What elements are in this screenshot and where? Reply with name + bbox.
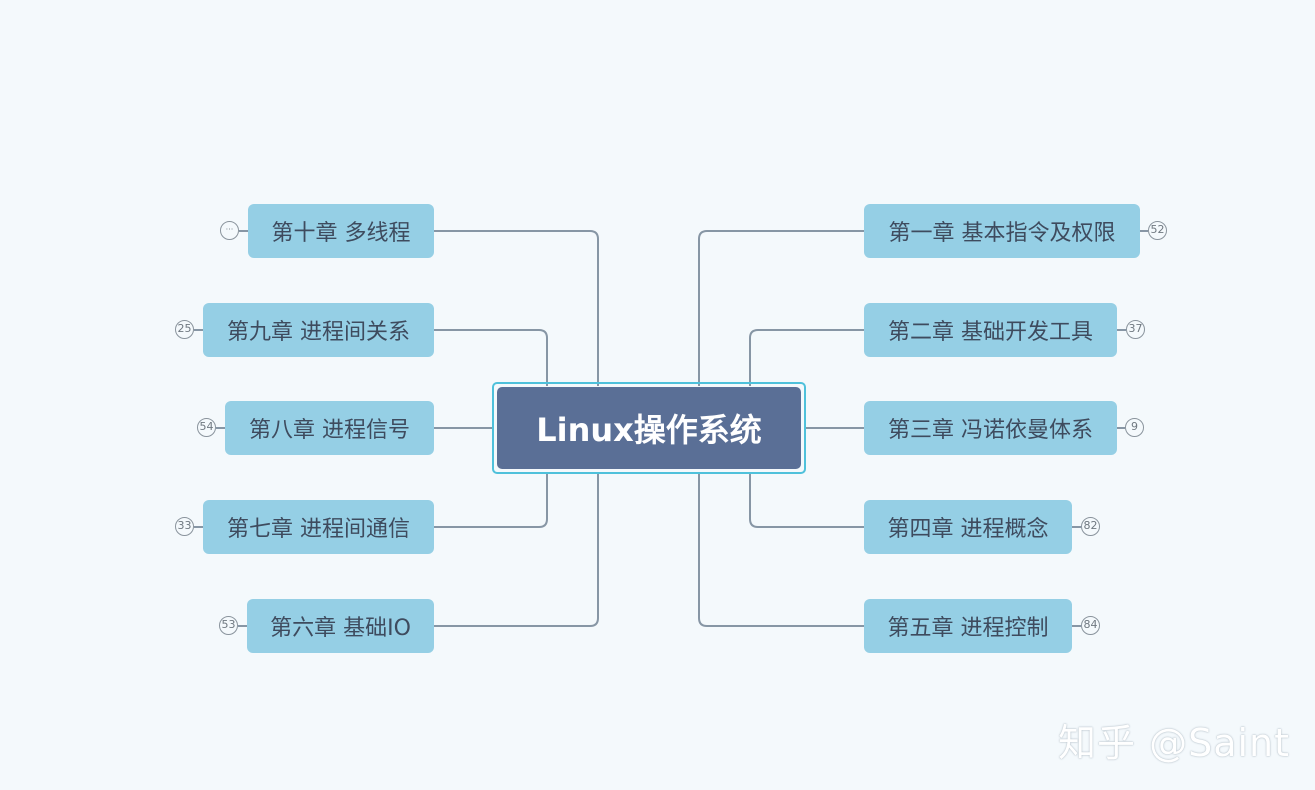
expand-badge-ch10[interactable]: ···: [220, 221, 239, 240]
branch-node-ch8[interactable]: 第八章 进程信号: [225, 401, 434, 455]
branch-node-ch9[interactable]: 第九章 进程间关系: [203, 303, 434, 357]
branch-node-ch1[interactable]: 第一章 基本指令及权限: [864, 204, 1140, 258]
connector-ch5: [698, 473, 864, 627]
watermark: 知乎 @Saint: [1058, 721, 1291, 765]
branch-node-ch10[interactable]: 第十章 多线程: [248, 204, 434, 258]
connector-ch4: [749, 473, 864, 528]
root-node-selection-frame: [492, 382, 806, 474]
connector-ch1: [698, 230, 864, 386]
connector-ch10: [434, 230, 599, 386]
root-node[interactable]: Linux操作系统: [497, 387, 801, 469]
branch-node-ch6[interactable]: 第六章 基础IO: [247, 599, 434, 653]
collapse-badge-ch8[interactable]: 54: [197, 418, 216, 437]
branch-node-ch4[interactable]: 第四章 进程概念: [864, 500, 1072, 554]
branch-node-ch5[interactable]: 第五章 进程控制: [864, 599, 1072, 653]
connector-ch6: [434, 473, 599, 627]
collapse-badge-ch4[interactable]: 82: [1081, 517, 1100, 536]
collapse-badge-ch3[interactable]: 9: [1125, 418, 1144, 437]
collapse-badge-ch1[interactable]: 52: [1148, 221, 1167, 240]
collapse-badge-ch5[interactable]: 84: [1081, 616, 1100, 635]
connector-ch7: [434, 473, 548, 528]
collapse-badge-ch2[interactable]: 37: [1126, 320, 1145, 339]
collapse-badge-ch7[interactable]: 33: [175, 517, 194, 536]
connector-ch2: [749, 329, 864, 386]
branch-node-ch3[interactable]: 第三章 冯诺依曼体系: [864, 401, 1117, 455]
collapse-badge-ch6[interactable]: 53: [219, 616, 238, 635]
collapse-badge-ch9[interactable]: 25: [175, 320, 194, 339]
connector-ch9: [434, 329, 548, 386]
branch-node-ch7[interactable]: 第七章 进程间通信: [203, 500, 434, 554]
branch-node-ch2[interactable]: 第二章 基础开发工具: [864, 303, 1117, 357]
